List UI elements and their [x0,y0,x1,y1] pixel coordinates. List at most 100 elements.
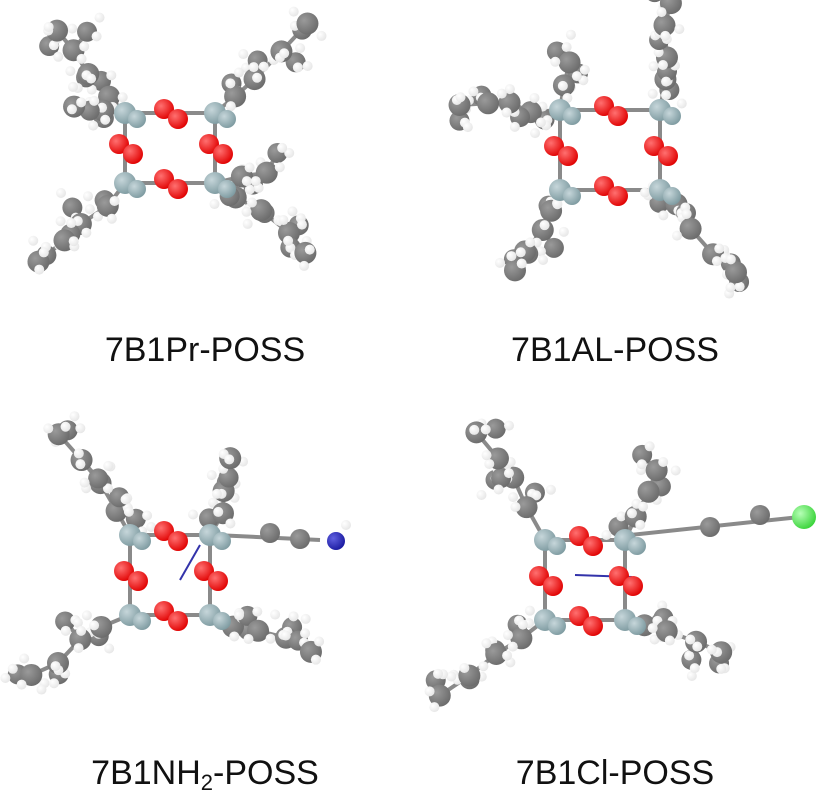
hydrogen-atom [60,625,71,636]
hydrogen-atom [142,510,153,521]
hydrogen-atom [43,21,54,32]
hydrogen-atom [75,423,86,434]
silicon-atom [133,612,151,630]
hydrogen-atom [82,191,93,202]
silicon-atom [548,617,566,635]
oxygen-atom [199,134,219,154]
silicon-atom [663,187,681,205]
hydrogen-atom [106,213,117,224]
hydrogen-atom [685,634,696,645]
silicon-atom [563,107,581,125]
oxygen-atom [168,611,188,631]
hydrogen-atom [53,51,64,62]
oxygen-atom [609,566,629,586]
hydrogen-atom [279,48,290,59]
panel-7b1pr-poss: 7B1Pr-POSS [0,0,410,405]
hydrogen-atom [49,678,60,689]
oxygen-atom [128,571,148,591]
carbon-atom [20,663,43,686]
hydrogen-atom [644,441,655,452]
atoms [0,411,351,695]
hydrogen-atom [287,206,298,217]
carbon-atom [558,51,581,74]
atoms [27,6,327,275]
carbon-atom [653,14,676,37]
hydrogen-atom [73,448,84,459]
molecule-7b1al-poss [448,0,750,299]
carbon-atom [277,221,300,244]
chlorine-atom [792,505,816,529]
hydrogen-atom [91,31,102,42]
carbon-atom [290,529,310,549]
carbon-atom [485,418,506,439]
hydrogen-atom [86,73,97,84]
silicon-atom [128,110,146,128]
carbon-atom [648,0,661,3]
hydrogen-atom [661,76,672,87]
hydrogen-atom [88,120,99,131]
hydrogen-atom [233,67,244,78]
hydrogen-atom [0,672,11,683]
hydrogen-atom [104,643,115,654]
hydrogen-atom [638,501,649,512]
hydrogen-atom [601,529,612,540]
hydrogen-atom [529,92,540,103]
carbon-atom [515,496,538,519]
hydrogen-atom [689,663,700,674]
hydrogen-atom [664,635,675,646]
hydrogen-atom [81,610,92,621]
hydrogen-atom [225,78,236,89]
panel-7b1nh2-poss: 7B1NH2-POSS [0,405,410,810]
hydrogen-atom [686,671,697,682]
hydrogen-atom [225,518,236,529]
hydrogen-atom [109,195,120,206]
hydrogen-atom [658,210,669,221]
hydrogen-atom [501,107,512,118]
hydrogen-atom [243,634,254,645]
hydrogen-atom [72,617,83,628]
carbon-atom [296,12,319,35]
hydrogen-atom [252,606,263,617]
hydrogen-atom [565,29,576,40]
silicon-atom [628,537,646,555]
panel-7b1cl-poss: 7B1Cl-POSS [410,405,820,810]
hydrogen-atom [734,281,745,292]
oxygen-atom [558,146,578,166]
hydrogen-atom [579,64,590,75]
hydrogen-atom [716,663,727,674]
carbon-atom [55,611,76,632]
hydrogen-atom [86,84,97,95]
hydrogen-atom [241,206,252,217]
hydrogen-atom [648,61,659,72]
hydrogen-atom [503,468,514,479]
silicon-atom [213,532,231,550]
label-7b1al-poss: 7B1AL-POSS [511,331,719,369]
hydrogen-atom [510,501,521,512]
silicon-atom [133,532,151,550]
hydrogen-atom [462,122,473,133]
hydrogen-atom [314,636,325,647]
hydrogen-atom [476,489,487,500]
carbon-atom [477,92,500,115]
hydrogen-atom [515,247,526,258]
hydrogen-atom [55,216,66,227]
hydrogen-atom [284,148,295,159]
hydrogen-atom [341,520,351,530]
hydrogen-atom [649,634,660,645]
hydrogen-atom [433,668,444,679]
hydrogen-atom [478,661,489,672]
hydrogen-atom [299,260,310,271]
hydrogen-atom [100,114,111,125]
hydrogen-atom [66,218,77,229]
hydrogen-atom [571,71,582,82]
hydrogen-atom [635,519,646,530]
hydrogen-atom [647,88,658,99]
hydrogen-atom [295,43,306,54]
oxygen-atom [154,99,174,119]
silicon-atom [663,107,681,125]
molecule-7b1pr-poss [27,6,327,275]
hydrogen-atom [657,59,668,70]
hydrogen-atom [557,80,568,91]
hydrogen-atom [468,86,479,97]
hydrogen-atom [714,243,725,254]
